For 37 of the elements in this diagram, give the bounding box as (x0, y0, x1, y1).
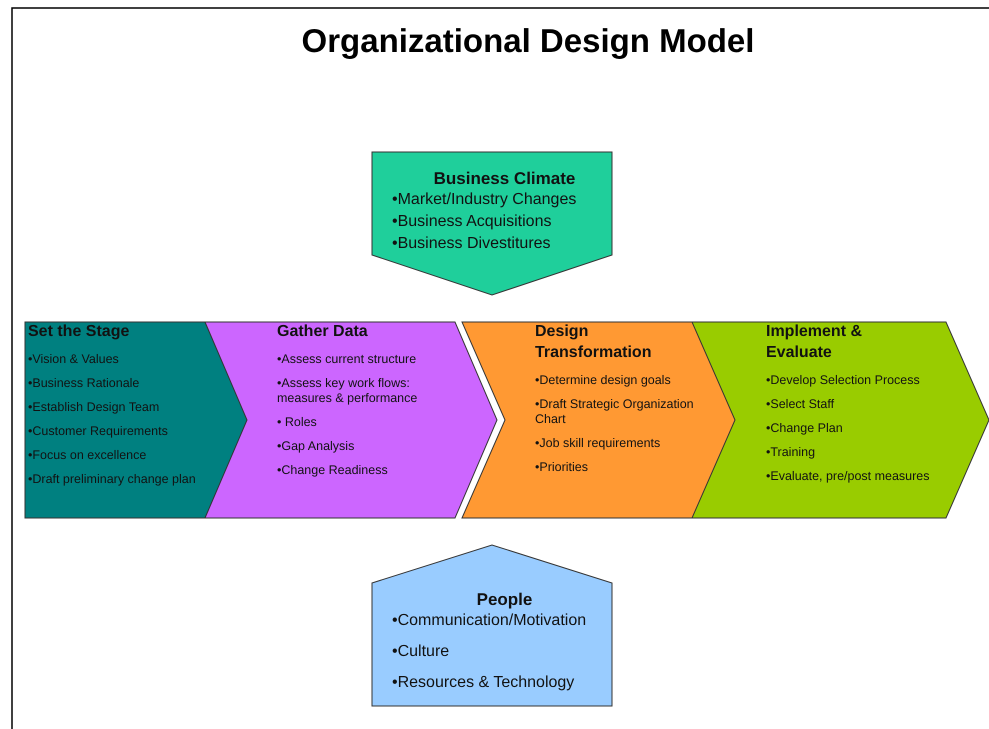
bullet-item: •Select Staff (766, 396, 836, 412)
bullet-item: •Communication/Motivation (392, 611, 588, 630)
bullet-item: •Assess key work flows: measures & performance (277, 376, 418, 406)
step-heading: Business Climate (432, 168, 576, 190)
bullet-item: •Resources & Technology (392, 673, 576, 693)
bullet-item: •Market/Industry Changes (392, 190, 578, 210)
bullet-item: •Business Acquisitions (392, 212, 552, 232)
bullet-item: •Determine design goals (535, 372, 672, 388)
bullet-item: •Business Divestitures (392, 234, 552, 254)
bullet-item: •Draft preliminary change plan (28, 472, 197, 487)
bullet-item: •Gap Analysis (277, 438, 356, 454)
bullet-item: •Training (766, 444, 816, 460)
bullet-item: • Roles (277, 414, 318, 430)
bullet-item: •Assess current structure (277, 352, 418, 367)
bullet-item: •Business Rationale (28, 376, 140, 391)
pentagon-callout (372, 545, 612, 706)
bullet-item: •Customer Requirements (28, 424, 169, 439)
step-heading: Set the Stage (28, 322, 130, 342)
pentagon-callout (372, 152, 612, 295)
step-heading: Implement & Evaluate (766, 322, 864, 363)
bullet-item: •Establish Design Team (28, 400, 160, 415)
diagram-title: Organizational Design Model (300, 22, 756, 60)
bullet-item: •Evaluate, pre/post measures (766, 468, 930, 484)
step-heading: Design Transformation (535, 322, 652, 363)
bullet-item: •Vision & Values (28, 352, 120, 367)
bullet-item: •Job skill requirements (535, 436, 662, 451)
step-heading: Gather Data (277, 322, 369, 342)
bullet-item: •Change Plan (766, 420, 844, 436)
chevron-step (692, 322, 989, 518)
step-heading: People (476, 589, 534, 611)
chevron-step (205, 322, 497, 518)
bullet-item: •Focus on excellence (28, 448, 148, 463)
bullet-item: •Draft Strategic Organization Chart (535, 396, 695, 427)
bullet-item: •Develop Selection Process (766, 372, 921, 388)
bullet-item: •Priorities (535, 460, 589, 475)
bullet-item: •Change Readiness (277, 462, 389, 478)
bullet-item: •Culture (392, 642, 450, 662)
